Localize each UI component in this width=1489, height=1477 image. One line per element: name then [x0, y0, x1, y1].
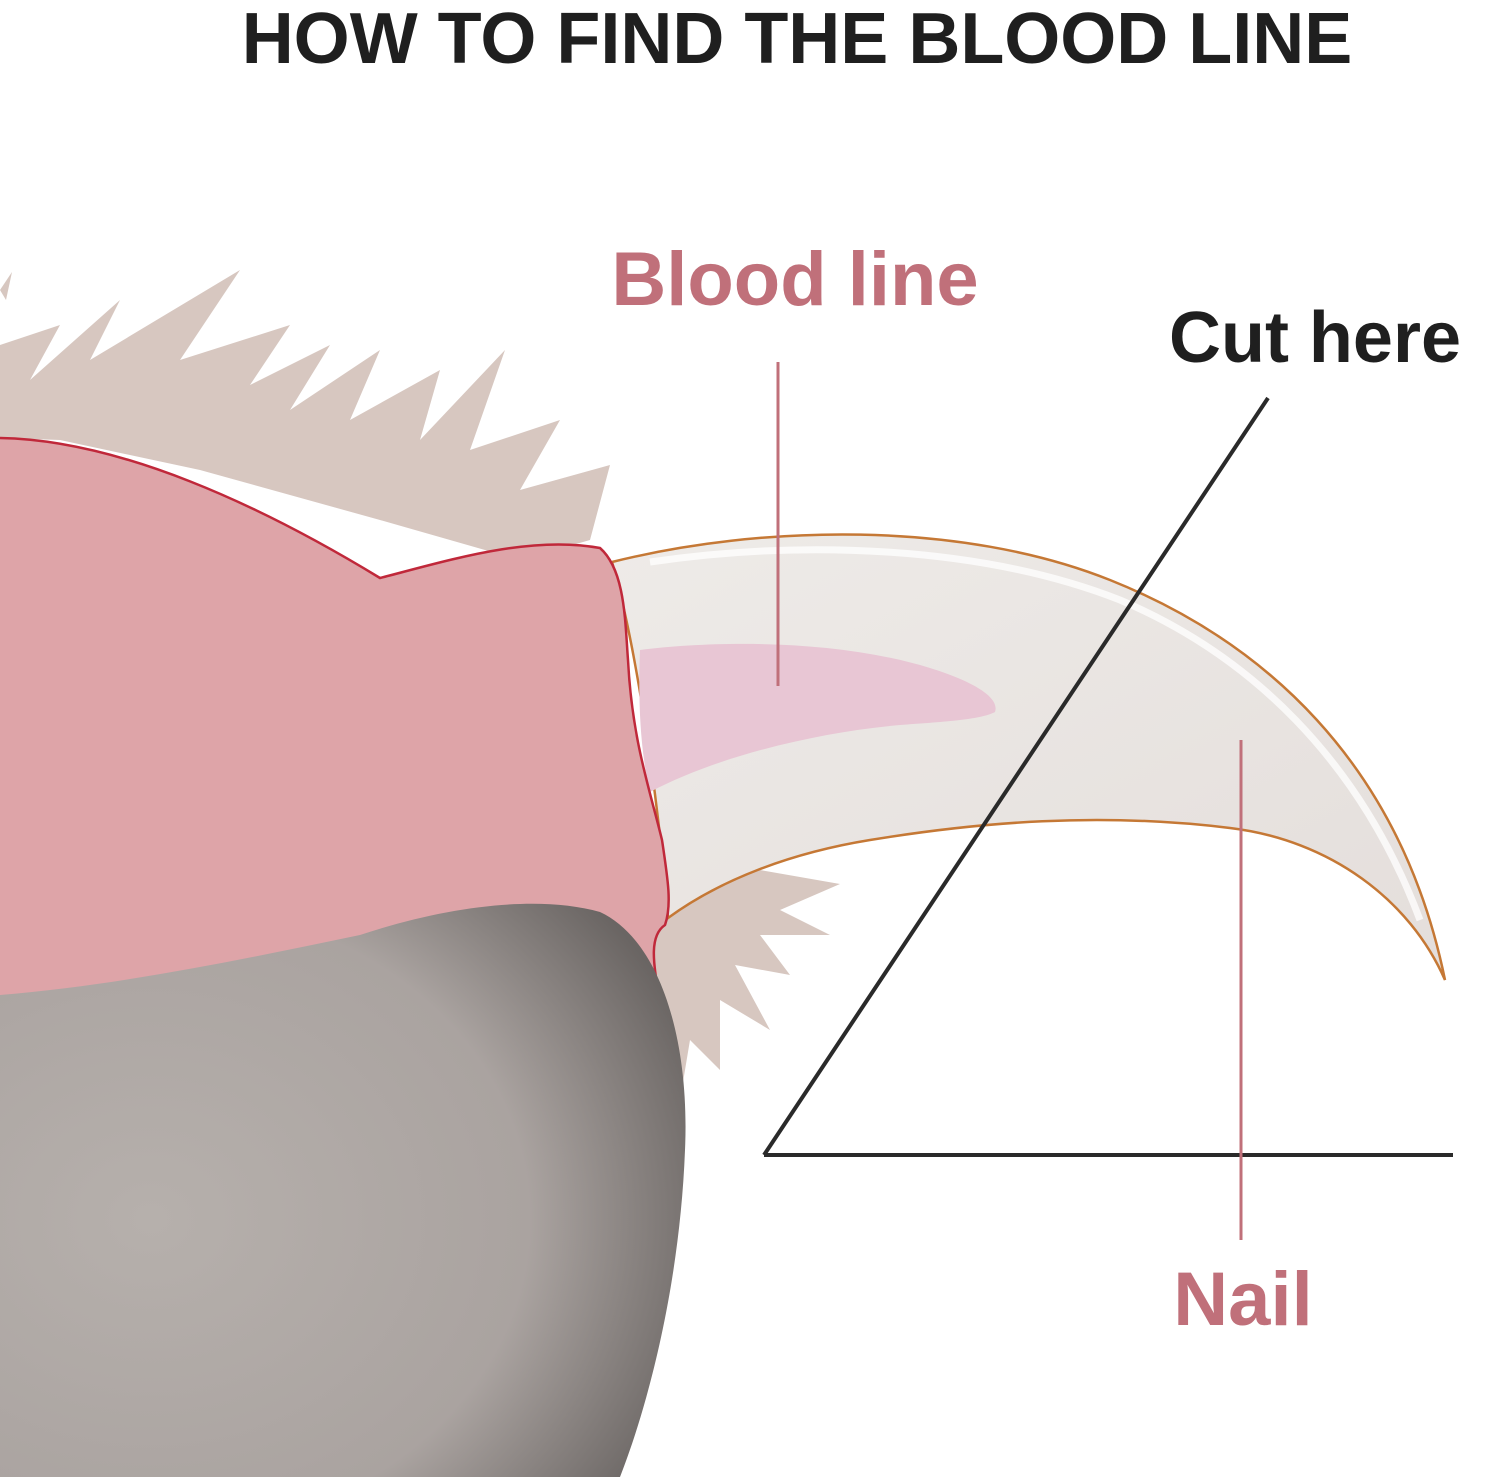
top-fur — [0, 270, 610, 560]
page-title: HOW TO FIND THE BLOOD LINE — [242, 0, 1353, 79]
top-fur-tip — [0, 272, 12, 300]
blood-line-label: Blood line — [611, 237, 978, 322]
bottom-fur — [650, 870, 840, 1100]
paw-pad — [0, 903, 686, 1477]
toe-outline — [0, 436, 670, 1001]
toe — [0, 438, 669, 1000]
cut-here-label: Cut here — [1169, 298, 1461, 378]
cut-here-line — [762, 396, 1270, 1157]
nail-highlight — [649, 546, 1424, 922]
nail-label: Nail — [1173, 1257, 1312, 1342]
blood-line-quick — [639, 643, 996, 792]
